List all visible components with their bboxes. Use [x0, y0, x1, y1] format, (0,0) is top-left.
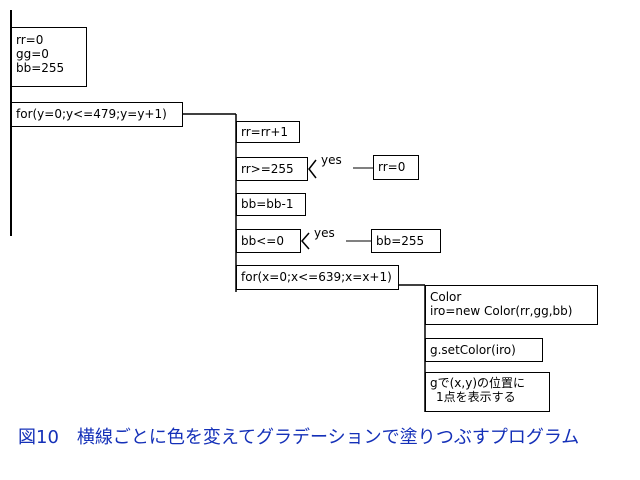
rr-increment-box: rr=rr+1 — [236, 121, 300, 143]
init-rr-text: rr=0 — [16, 33, 44, 47]
color-type-text: Color — [430, 290, 462, 304]
rr-reset-text: rr=0 — [378, 160, 406, 174]
bb-decrement-text: bb=bb-1 — [241, 197, 294, 211]
for-y-box: for(y=0;y<=479;y=y+1) — [11, 102, 183, 127]
init-gg-text: gg=0 — [16, 47, 49, 61]
bb-condition-text: bb<=0 — [241, 234, 284, 248]
draw-point-line-1: gで(x,y)の位置に — [430, 376, 525, 390]
init-bb-text: bb=255 — [16, 61, 65, 75]
color-new-box: Color iro=new Color(rr,gg,bb) — [425, 285, 598, 325]
set-color-box: g.setColor(iro) — [425, 338, 543, 362]
rr-condition-text: rr>=255 — [241, 162, 294, 176]
for-x-text: for(x=0;x<=639;x=x+1) — [241, 270, 392, 284]
set-color-text: g.setColor(iro) — [430, 343, 516, 357]
rr-decision-chevron — [308, 159, 317, 179]
for-y-text: for(y=0;y<=479;y=y+1) — [16, 107, 167, 121]
draw-point-line-2: 1点を表示する — [436, 390, 516, 404]
draw-point-box: gで(x,y)の位置に 1点を表示する — [425, 372, 550, 412]
bb-yes-label: yes — [314, 226, 335, 240]
rr-yes-label: yes — [321, 153, 342, 167]
figure-caption: 図10 横線ごとに色を変えてグラデーションで塗りつぶすプログラム — [18, 427, 580, 448]
bb-condition-box: bb<=0 — [236, 229, 301, 253]
color-assign-text: iro=new Color(rr,gg,bb) — [430, 304, 573, 318]
rr-reset-box: rr=0 — [373, 155, 419, 180]
bb-decision-chevron — [301, 232, 310, 250]
init-box: rr=0 gg=0 bb=255 — [11, 27, 87, 87]
for-x-box: for(x=0;x<=639;x=x+1) — [236, 265, 399, 290]
rr-increment-text: rr=rr+1 — [241, 125, 289, 139]
bb-decrement-box: bb=bb-1 — [236, 193, 306, 216]
rr-condition-box: rr>=255 — [236, 157, 308, 181]
bb-reset-box: bb=255 — [371, 229, 441, 253]
bb-reset-text: bb=255 — [376, 234, 425, 248]
